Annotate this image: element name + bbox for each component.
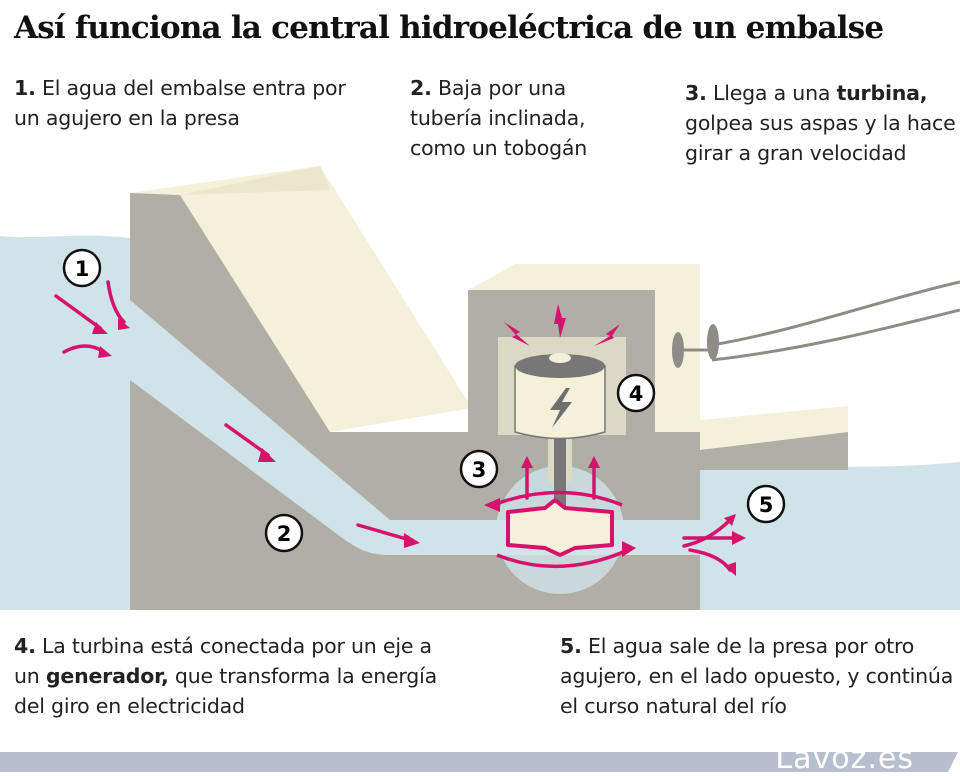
marker-4: 4 (616, 373, 656, 413)
lavoz-logo: Lavoz.es (775, 741, 914, 776)
svg-text:2: 2 (277, 522, 292, 546)
step-description: Llega a una (712, 81, 837, 105)
step-keyword: turbina, (836, 81, 928, 105)
step-4-text: 4. La turbina está conectada por un eje … (14, 631, 454, 721)
step-number: 3. (685, 81, 707, 105)
step-description: El agua sale de la presa por otro agujer… (560, 634, 954, 718)
step-description: Baja por una tubería inclinada, como un … (410, 76, 588, 160)
spark-icons (504, 304, 620, 346)
step-number: 2. (410, 76, 432, 100)
step-5-text: 5. El agua sale de la presa por otro agu… (560, 631, 955, 721)
powerhouse-top (468, 264, 700, 290)
svg-text:1: 1 (75, 257, 90, 281)
lightning-icon (550, 388, 572, 428)
marker-2: 2 (264, 513, 304, 553)
marker-1: 1 (62, 248, 102, 288)
svg-text:4: 4 (629, 382, 644, 406)
step-3-text: 3. Llega a una turbina, golpea sus aspas… (685, 78, 960, 168)
step-number: 4. (14, 634, 36, 658)
marker-5: 5 (746, 484, 786, 524)
page-title: Así funciona la central hidroeléctrica d… (14, 10, 884, 46)
step-1-text: 1. El agua del embalse entra por un aguj… (14, 73, 364, 133)
penstock-pipe (130, 300, 700, 555)
step-description: La turbina está conectada por un eje a u… (14, 634, 432, 688)
step-number: 1. (14, 76, 36, 100)
svg-text:3: 3 (472, 458, 487, 482)
turbine (506, 498, 614, 557)
insulator (707, 324, 719, 360)
dam-top (130, 166, 472, 432)
step-description: El agua del embalse entra por un agujero… (14, 76, 346, 130)
marker-3: 3 (459, 449, 499, 489)
step-keyword: generador, (45, 664, 169, 688)
generator (514, 353, 606, 440)
svg-text:5: 5 (759, 493, 774, 517)
step-2-text: 2. Baja por una tubería inclinada, como … (410, 73, 640, 163)
step-description: que transforma la energía del giro en el… (14, 664, 437, 718)
footer-bar (0, 752, 958, 772)
step-description: golpea sus aspas y la hace girar a gran … (685, 111, 956, 165)
step-number: 5. (560, 634, 582, 658)
